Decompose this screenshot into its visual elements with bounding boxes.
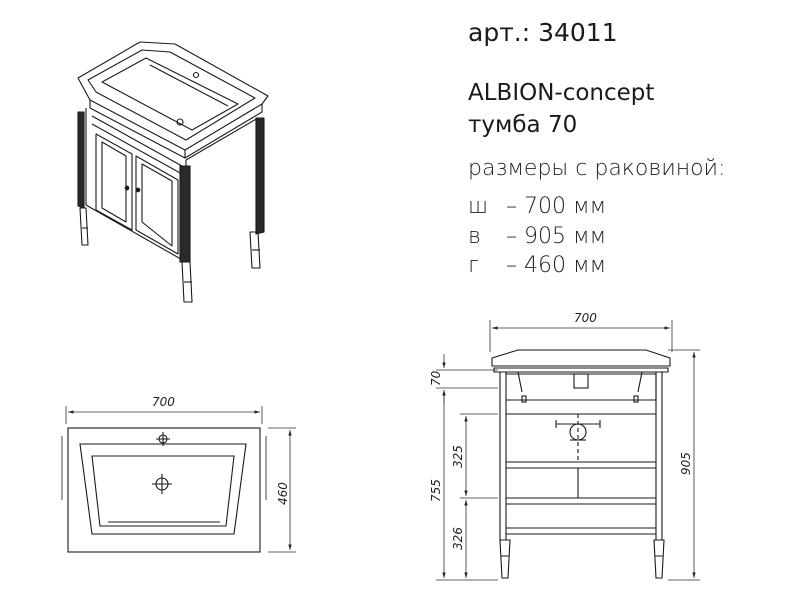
dimension-height-row: в – 905 мм (468, 224, 606, 249)
dimension-depth-key: г (468, 253, 479, 278)
front-view-top-label: 70 (429, 370, 443, 386)
front-view-upper-label: 325 (451, 445, 465, 468)
front-view-width-label: 700 (574, 311, 597, 325)
dimension-depth-value: – 460 мм (506, 253, 607, 278)
top-view (61, 427, 267, 553)
article-number: арт.: 34011 (468, 18, 618, 47)
dimension-width-key: ш (468, 194, 489, 219)
top-view-depth-label: 460 (276, 482, 290, 505)
product-series: ALBION-concept (468, 80, 655, 106)
front-view-dimensions (436, 320, 700, 581)
dimension-width-value: – 700 мм (506, 194, 607, 219)
front-view-body-label: 755 (429, 479, 443, 502)
dimension-height-value: – 905 мм (506, 224, 607, 249)
front-view-height-label: 905 (679, 452, 693, 475)
dimensions-heading: размеры с раковиной: (468, 156, 726, 181)
front-view-lower-label: 326 (451, 527, 465, 550)
top-view-dimensions (65, 406, 296, 553)
dimension-width-row: ш – 700 мм (468, 194, 606, 219)
top-view-width-label: 700 (152, 395, 175, 409)
dimension-depth-row: г – 460 мм (468, 253, 606, 278)
front-view (491, 349, 671, 579)
dimension-height-key: в (468, 224, 481, 249)
isometric-view (77, 41, 269, 303)
product-name: тумба 70 (468, 112, 578, 138)
